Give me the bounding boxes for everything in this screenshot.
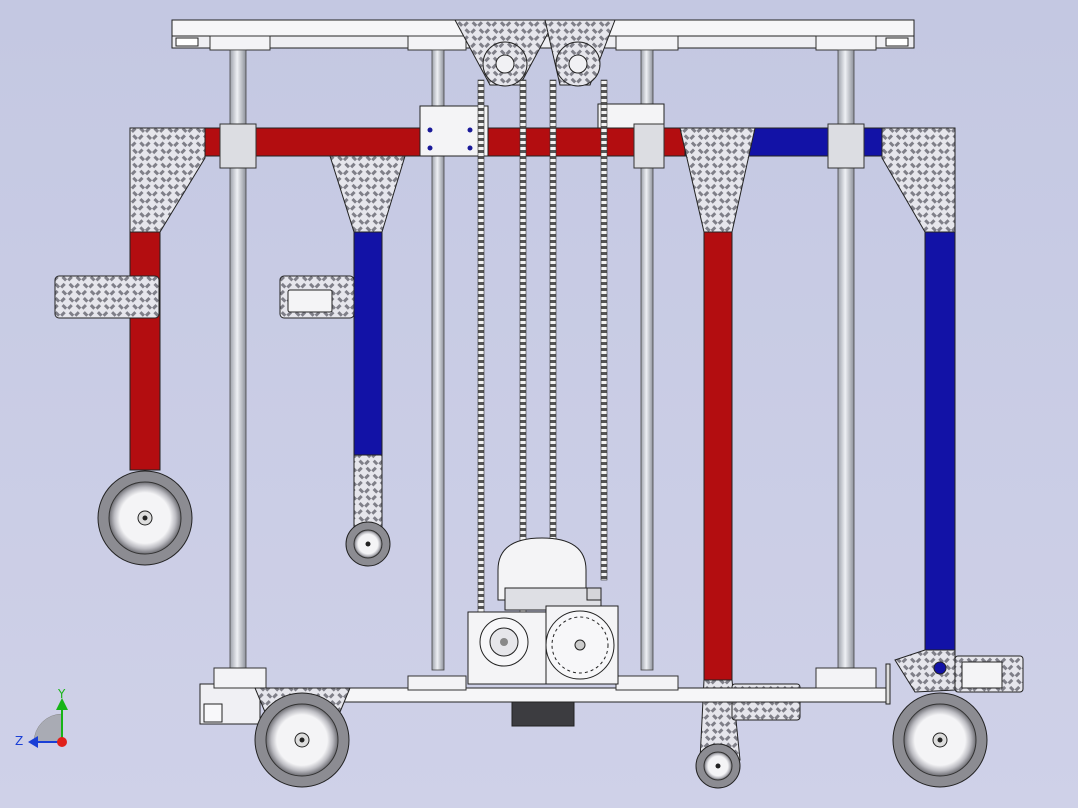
axis-z-label: Z (15, 734, 23, 748)
motor-assembly (467, 537, 619, 685)
left-inner-frame (279, 155, 406, 541)
right-inner-frame (679, 127, 801, 761)
axis-triad-icon (28, 698, 68, 748)
wheel (892, 692, 988, 788)
left-outer-frame (54, 127, 206, 471)
guide-rods (229, 49, 855, 671)
top-pulley-bracket (454, 19, 616, 87)
axis-y-label: Y (57, 687, 66, 701)
right-outer-frame (881, 127, 1024, 693)
wheel (345, 521, 391, 567)
wheel (97, 470, 193, 566)
base-plate (199, 663, 891, 727)
wheel (254, 692, 350, 788)
wheel (695, 743, 741, 789)
carriage-crossbar (199, 103, 886, 169)
